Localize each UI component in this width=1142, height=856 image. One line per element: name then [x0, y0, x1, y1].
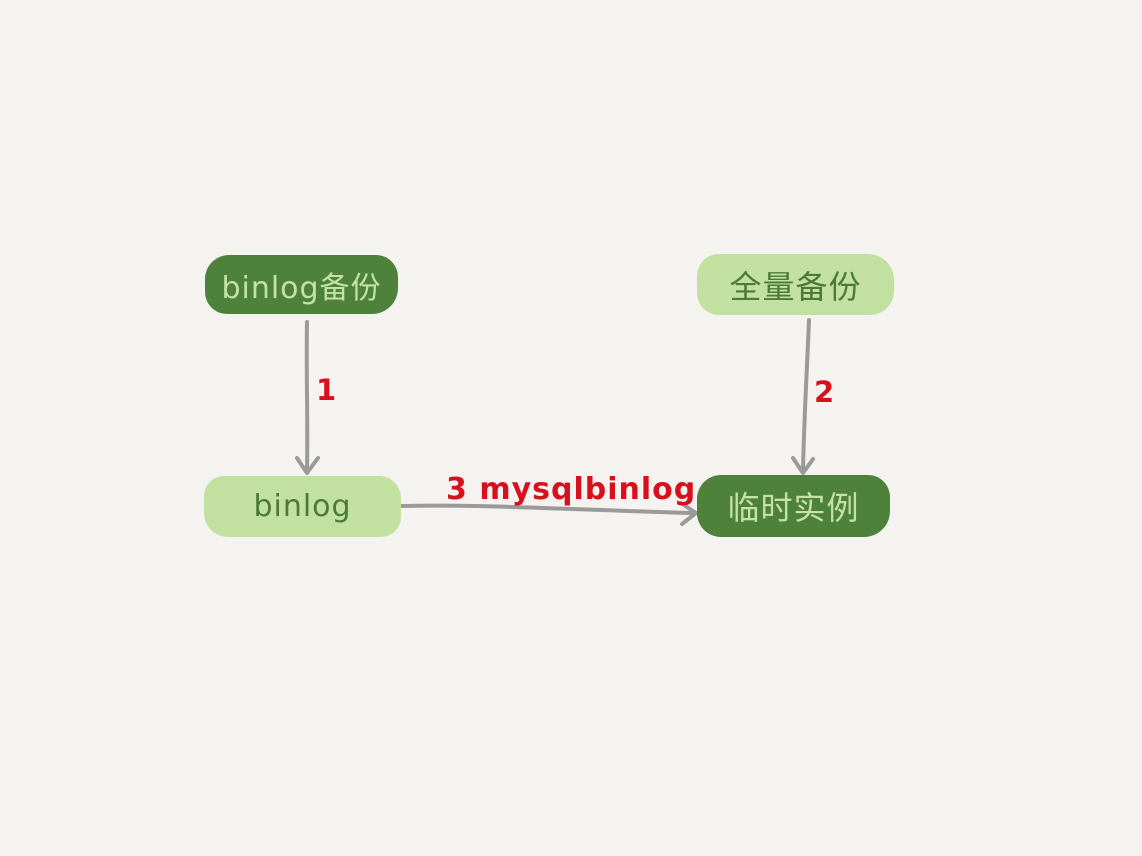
step-2-label: 2: [814, 375, 835, 409]
node-binlog-backup: binlog备份: [205, 255, 398, 314]
node-temp-instance: 临时实例: [697, 475, 890, 537]
node-binlog: binlog: [204, 476, 401, 537]
arrow-1-head: [295, 456, 320, 475]
arrow-1: [304, 320, 310, 472]
step-1-label: 1: [316, 373, 337, 407]
arrow-3: [400, 503, 694, 515]
step-3-label: 3 mysqlbinlog: [446, 472, 697, 507]
arrow-3-head: [679, 501, 698, 526]
node-full-backup: 全量备份: [697, 254, 894, 315]
arrow-2: [801, 318, 811, 472]
arrow-2-head: [791, 456, 815, 475]
